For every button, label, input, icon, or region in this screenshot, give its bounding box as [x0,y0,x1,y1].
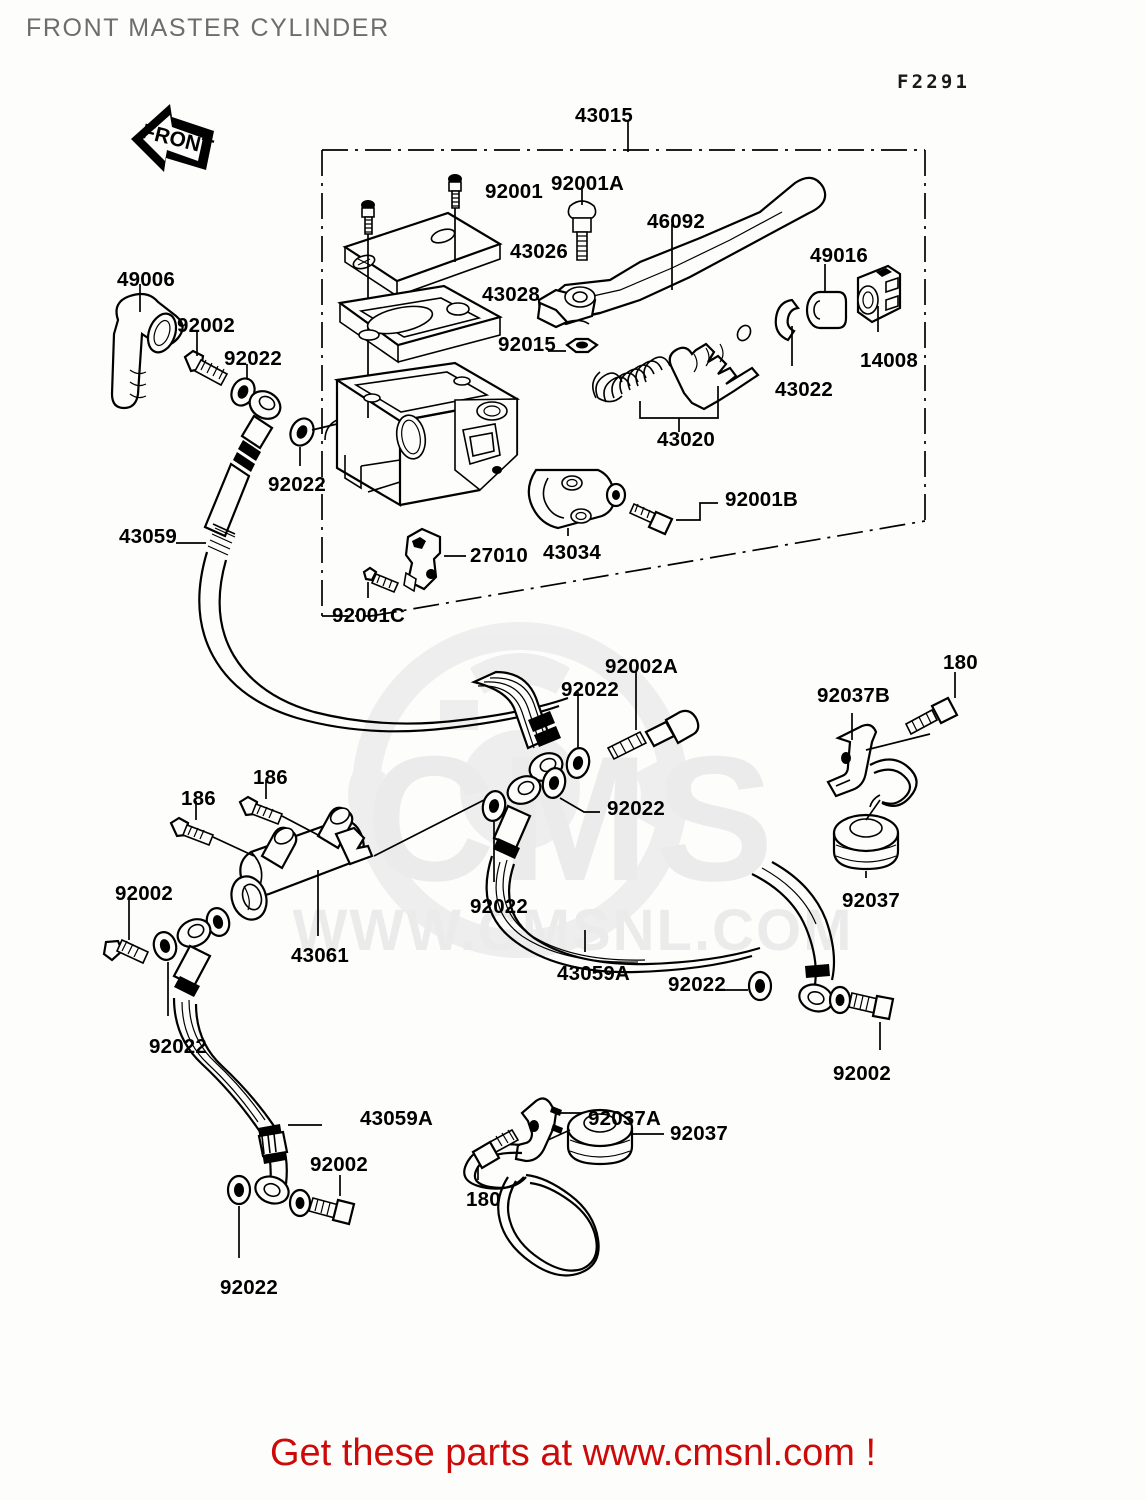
part-92002-banjo-bolt-left [102,898,150,965]
part-label-46092: 46092 [647,210,706,233]
part-label-92022-m2: 92022 [607,797,666,820]
part-46092-brake-lever [536,176,827,329]
part-label-43059A-low: 43059A [360,1107,434,1130]
part-label-92001A: 92001A [551,172,625,195]
part-92037-damper-bottom [547,1108,664,1166]
part-label-92037-bot: 92037 [670,1122,729,1145]
part-label-27010: 27010 [470,544,529,567]
part-label-92002-left: 92002 [115,882,174,905]
part-92002-banjo-bolt-low [288,1175,356,1226]
part-label-92015: 92015 [498,333,557,356]
part-92022-washer-right [720,970,773,1002]
part-label-92022-low: 92022 [220,1276,279,1299]
part-92001C-screw [362,566,400,598]
part-label-43061: 43061 [291,944,350,967]
part-92001-screw [448,174,462,262]
part-92022-washer-low [226,1174,252,1258]
part-92002-banjo-bolt-top [183,331,229,387]
part-label-92001: 92001 [485,180,544,203]
part-180-screw-right [904,672,959,736]
part-label-43015: 43015 [574,104,634,127]
page-title: FRONT MASTER CYLINDER [26,14,390,42]
front-direction-arrow-icon: FRONT [131,104,216,172]
master-cylinder-body [324,361,521,507]
part-label-43022: 43022 [775,378,834,401]
part-92022-washer-left [152,931,178,1016]
part-label-43020: 43020 [657,428,716,451]
part-label-180-bot: 180 [466,1188,501,1211]
part-label-92037B: 92037B [817,684,891,707]
part-label-92022-m3: 92022 [470,895,529,918]
hose-43059A-left-banjo [172,918,212,997]
bottom-caption: Get these parts at www.cmsnl.com ! [269,1432,877,1474]
part-label-14008: 14008 [860,349,919,372]
part-92037-damper-right [832,799,900,878]
part-92037B-hose-clamp [826,713,931,808]
part-92022-washer-top [230,364,256,407]
part-label-43026: 43026 [510,240,569,263]
part-label-92001C: 92001C [332,604,406,627]
figure-reference-code: F2291 [897,71,971,93]
part-43020-piston-assembly [592,324,760,432]
part-label-92001B: 92001B [725,488,799,511]
part-label-49016: 49016 [810,244,869,267]
part-label-43034: 43034 [543,541,602,564]
part-label-92022-top2: 92022 [268,473,327,496]
part-186-bolt-b [238,780,321,837]
part-43026-reservoir-cap [342,211,503,298]
part-43034-clamp [527,468,616,536]
part-label-43059A-mid: 43059A [557,962,631,985]
part-label-92022-top: 92022 [224,347,283,370]
part-43028-diaphragm [337,284,503,364]
part-92015-nut [548,337,599,354]
part-label-186-b: 186 [253,766,288,789]
part-27010-brake-light-switch [403,527,466,593]
part-label-92022-m1: 92022 [561,678,620,701]
part-49006-boot [110,284,184,410]
part-label-92002-br: 92002 [833,1062,892,1085]
part-label-43059: 43059 [119,525,178,548]
part-label-92022-left: 92022 [149,1035,208,1058]
part-92001B-bolt [605,482,718,536]
part-label-43028: 43028 [482,283,541,306]
part-label-92002-low: 92002 [310,1153,369,1176]
part-label-92022-br: 92022 [668,973,727,996]
part-92022-washer-top2 [289,417,338,466]
part-label-92037-top: 92037 [842,889,901,912]
part-43022-piston-cup [774,298,801,366]
assembly-group-boundary [321,149,926,617]
part-186-bolt-a [169,801,255,857]
part-label-49006: 49006 [117,268,176,291]
part-label-186-a: 186 [181,787,216,810]
part-label-92037A: 92037A [588,1107,662,1130]
hose-43059-banjo-fitting [233,390,282,472]
part-label-180-top: 180 [943,651,978,674]
part-label-92002A: 92002A [605,655,679,678]
part-label-92002-top: 92002 [177,314,236,337]
part-49016-dust-seal [805,264,848,330]
part-14008-holder [856,264,902,332]
part-92037A-hose-clamp [463,1097,600,1277]
part-92002-banjo-bolt-right [828,985,895,1050]
part-92001A-pivot-bolt [567,186,597,261]
part-43059A-left-hose [172,997,322,1205]
part-180-screw-bottom [471,1128,520,1180]
